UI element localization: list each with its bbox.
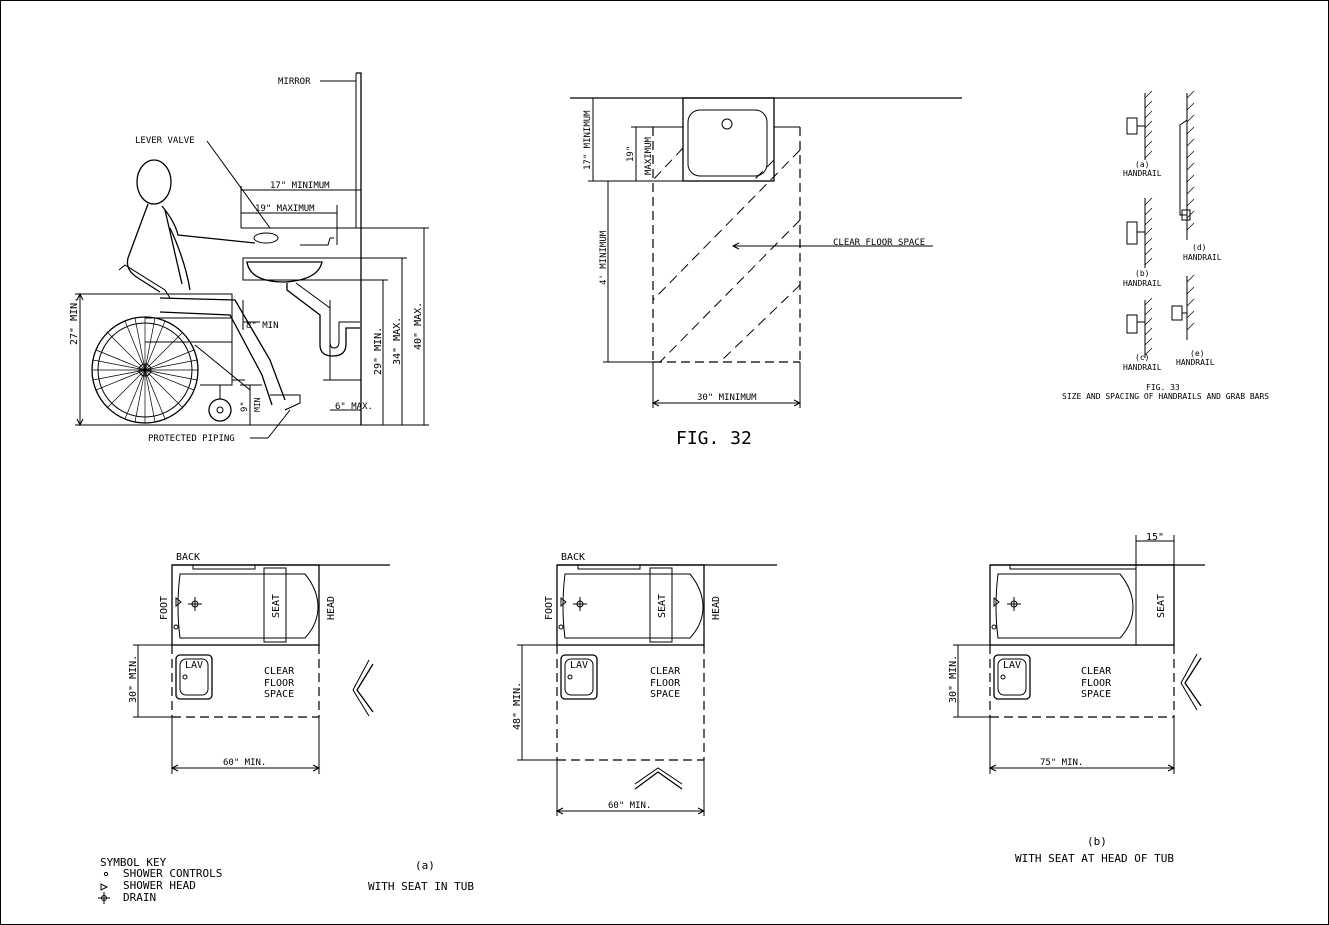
tub-a-clear-2: FLOOR bbox=[264, 678, 295, 689]
tub-a-clear-1: CLEAR bbox=[264, 666, 295, 677]
dim-29-min: 29" MIN. bbox=[373, 327, 384, 375]
caption-b-label: (b) bbox=[1087, 835, 1107, 848]
tub-plan-b: SEAT 15" LAV CLEAR FLOOR SPACE 30" MIN. … bbox=[948, 532, 1205, 774]
dim-8-min: 8" MIN bbox=[246, 321, 279, 331]
tub-a-dim-60: 60" MIN. bbox=[223, 758, 266, 768]
fig33-number: FIG. 33 bbox=[1146, 383, 1180, 392]
fig-32-plan: 17" MINIMUM 19" MAXIMUM 4' MINIMUM CLEAR… bbox=[570, 97, 962, 449]
tub-a2-foot: FOOT bbox=[544, 596, 555, 620]
dim-9-min: MIN bbox=[253, 397, 262, 412]
tub-a-seat: SEAT bbox=[271, 594, 282, 618]
tub-a2-clear-3: SPACE bbox=[650, 689, 680, 700]
tub-a-head: HEAD bbox=[326, 596, 337, 620]
symbol-key-shower-head: SHOWER HEAD bbox=[123, 879, 196, 892]
dim-40-max: 40" MAX. bbox=[413, 302, 424, 350]
fig32-dim-17: 17" MINIMUM bbox=[583, 110, 593, 170]
symbol-key-drain: DRAIN bbox=[123, 891, 156, 904]
symbol-key-title: SYMBOL KEY bbox=[100, 856, 167, 869]
tub-a-back: BACK bbox=[176, 552, 200, 563]
fig33-a-handrail: HANDRAIL bbox=[1123, 169, 1162, 178]
tub-a2-lav: LAV bbox=[570, 660, 588, 671]
symbol-key-shower-controls: SHOWER CONTROLS bbox=[123, 867, 222, 880]
tub-a2-clear-2: FLOOR bbox=[650, 678, 681, 689]
dim-17-minimum: 17" MINIMUM bbox=[270, 181, 330, 191]
tub-a2-clear-1: CLEAR bbox=[650, 666, 681, 677]
dim-9: 9" bbox=[240, 401, 250, 412]
fig-33-handrails: (a) HANDRAIL (b) HANDRAIL (c) HANDRAIL (… bbox=[1062, 90, 1269, 401]
lavatory-elevation: 27" MIN. MIRROR LEVER VALVE 17" MINIMUM … bbox=[69, 72, 429, 444]
fig32-caption: FIG. 32 bbox=[676, 428, 752, 449]
fig33-e-handrail: HANDRAIL bbox=[1176, 358, 1215, 367]
fig33-e: (e) bbox=[1190, 349, 1204, 358]
tub-b-clear-2: FLOOR bbox=[1081, 678, 1112, 689]
tub-plan-a-48: BACK FOOT SEAT HEAD LAV CLEAR FLOOR SPAC… bbox=[512, 552, 777, 816]
fig33-c: (c) bbox=[1135, 353, 1149, 362]
fig33-caption: SIZE AND SPACING OF HANDRAILS AND GRAB B… bbox=[1062, 392, 1269, 401]
dim-34-max: 34" MAX. bbox=[392, 317, 403, 365]
tub-a2-dim-60: 60" MIN. bbox=[608, 801, 651, 811]
lever-valve-label: LEVER VALVE bbox=[135, 136, 195, 146]
tub-b-clear-3: SPACE bbox=[1081, 689, 1111, 700]
fig32-dim-19: 19" bbox=[626, 146, 636, 162]
protected-piping-label: PROTECTED PIPING bbox=[148, 434, 235, 444]
fig32-dim-4ft: 4' MINIMUM bbox=[599, 230, 609, 285]
caption-a-text: WITH SEAT IN TUB bbox=[368, 880, 474, 893]
tub-a-clear-3: SPACE bbox=[264, 689, 294, 700]
fig33-b: (b) bbox=[1135, 269, 1149, 278]
tub-b-dim-30: 30" MIN. bbox=[948, 655, 959, 703]
tub-a-lav: LAV bbox=[185, 660, 203, 671]
tub-a2-dim-48: 48" MIN. bbox=[512, 682, 523, 730]
symbol-key: SYMBOL KEY SHOWER CONTROLS SHOWER HEAD D… bbox=[98, 856, 222, 904]
dim-19-maximum: 19" MAXIMUM bbox=[255, 204, 315, 214]
tub-b-dim-75: 75" MIN. bbox=[1040, 758, 1083, 768]
dim-6-max: 6" MAX. bbox=[335, 402, 373, 412]
tub-a2-head: HEAD bbox=[711, 596, 722, 620]
tub-b-dim-15: 15" bbox=[1146, 532, 1164, 543]
caption-a-label: (a) bbox=[415, 859, 435, 872]
tub-b-lav: LAV bbox=[1003, 660, 1021, 671]
tub-a2-back: BACK bbox=[561, 552, 585, 563]
tub-a-foot: FOOT bbox=[159, 596, 170, 620]
fig33-c-handrail: HANDRAIL bbox=[1123, 363, 1162, 372]
fig33-b-handrail: HANDRAIL bbox=[1123, 279, 1162, 288]
tub-a-dim-30: 30" MIN. bbox=[128, 655, 139, 703]
fig33-d: (d) bbox=[1192, 243, 1206, 252]
mirror-label: MIRROR bbox=[278, 77, 311, 87]
fig32-dim-19-max: MAXIMUM bbox=[644, 136, 654, 175]
fig32-dim-30: 30" MINIMUM bbox=[697, 393, 757, 403]
fig33-a: (a) bbox=[1135, 160, 1149, 169]
tub-b-seat: SEAT bbox=[1156, 594, 1167, 618]
caption-b-text: WITH SEAT AT HEAD OF TUB bbox=[1015, 852, 1174, 865]
tub-b-clear-1: CLEAR bbox=[1081, 666, 1112, 677]
fig32-clear-floor: CLEAR FLOOR SPACE bbox=[833, 238, 925, 248]
fig33-d-handrail: HANDRAIL bbox=[1183, 253, 1222, 262]
tub-plan-a-30: BACK FOOT SEAT HEAD LAV CLEAR FLOOR SPAC… bbox=[128, 552, 390, 774]
tub-a2-seat: SEAT bbox=[657, 594, 668, 618]
dim-27-min: 27" MIN. bbox=[69, 297, 80, 345]
